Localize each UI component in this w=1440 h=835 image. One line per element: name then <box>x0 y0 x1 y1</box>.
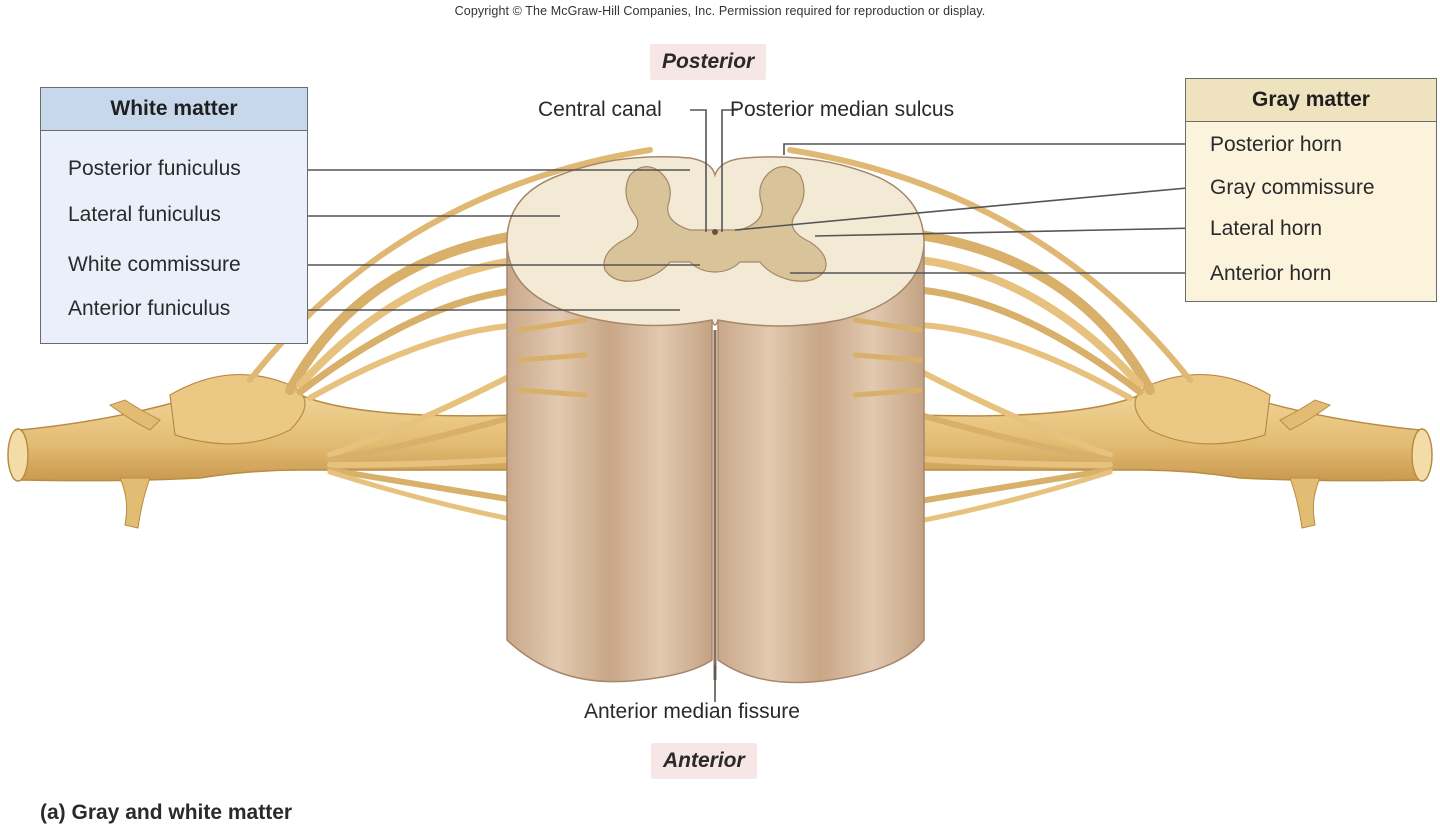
copyright-notice: Copyright © The McGraw-Hill Companies, I… <box>454 4 986 18</box>
white-matter-title: White matter <box>41 88 307 131</box>
figure-caption: (a) Gray and white matter <box>40 801 293 824</box>
label-white-commissure: White commissure <box>68 253 241 276</box>
spinal-cord-segment <box>506 156 925 684</box>
orientation-posterior: Posterior <box>650 44 767 80</box>
label-anterior-horn: Anterior horn <box>1210 262 1332 285</box>
label-gray-commissure: Gray commissure <box>1210 176 1375 199</box>
label-lateral-funiculus: Lateral funiculus <box>68 203 221 226</box>
label-posterior-horn: Posterior horn <box>1210 133 1342 156</box>
gray-matter-title: Gray matter <box>1186 79 1436 122</box>
label-posterior-funiculus: Posterior funiculus <box>68 157 241 180</box>
white-matter-legend: White matter <box>40 87 308 344</box>
label-lateral-horn: Lateral horn <box>1210 217 1323 240</box>
label-posterior-median-sulcus: Posterior median sulcus <box>730 98 955 121</box>
leader-lines <box>266 109 1199 702</box>
label-central-canal: Central canal <box>538 98 662 121</box>
label-anterior-median-fissure: Anterior median fissure <box>584 700 800 723</box>
gray-matter-legend: Gray matter <box>1185 78 1437 302</box>
label-anterior-funiculus: Anterior funiculus <box>68 297 231 320</box>
right-spinal-nerve <box>787 147 1433 533</box>
orientation-anterior: Anterior <box>651 743 757 779</box>
